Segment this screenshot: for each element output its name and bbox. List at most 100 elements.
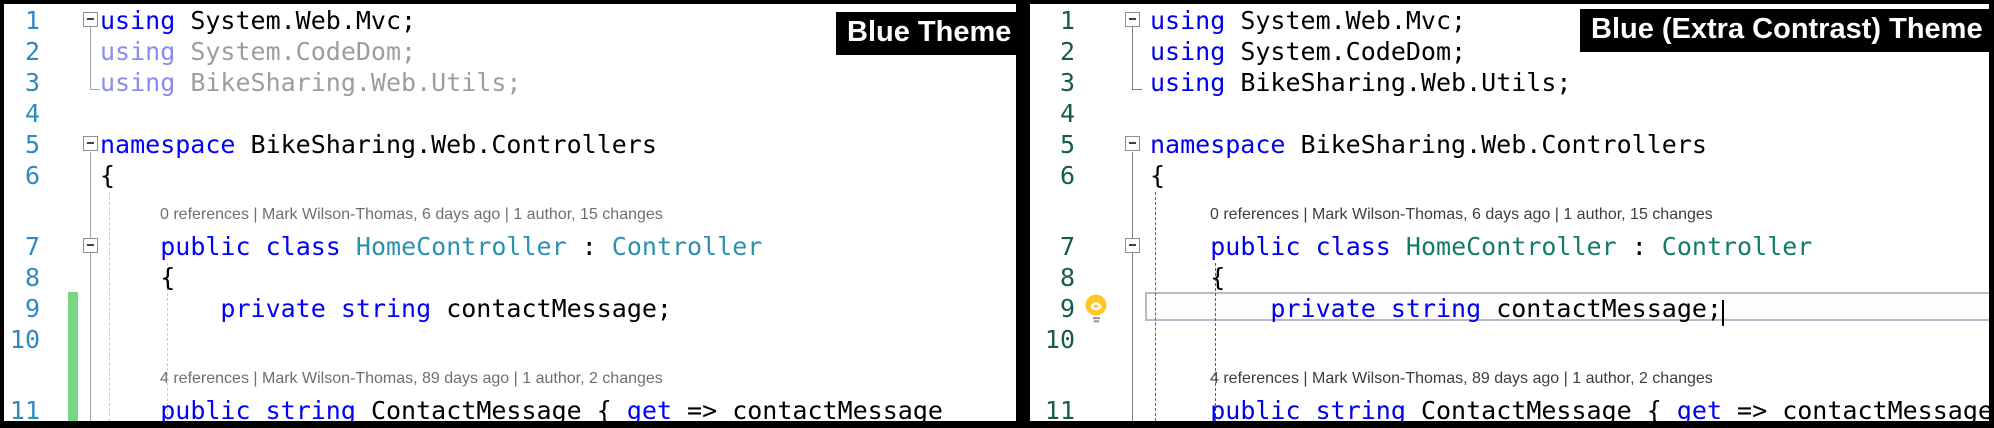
code-text[interactable]: using System.CodeDom;: [100, 36, 416, 67]
fold-collapse-icon[interactable]: [1125, 12, 1140, 27]
token-fpl: System.CodeDom;: [1225, 37, 1467, 66]
code-line-6: 6{: [1030, 159, 1989, 190]
code-line-4: 4: [4, 97, 1016, 128]
codelens-info[interactable]: 4 references | Mark Wilson-Thomas, 89 da…: [1210, 370, 1713, 387]
fold-collapse-icon[interactable]: [83, 12, 98, 27]
token-pl: [1301, 396, 1316, 421]
code-text[interactable]: using BikeSharing.Web.Utils;: [1150, 67, 1571, 98]
code-text[interactable]: {: [1150, 160, 1165, 191]
token-kw: namespace: [100, 130, 236, 159]
token-pl: ContactMessage {: [355, 396, 627, 421]
token-fkw: using: [1150, 37, 1226, 66]
current-line-highlight: [1145, 292, 1989, 321]
line-number: 7: [24, 232, 40, 261]
token-kw: using: [1150, 6, 1226, 35]
token-ty: Controller: [611, 232, 763, 261]
codelens-row: 4 references | Mark Wilson-Thomas, 89 da…: [4, 354, 1016, 394]
codelens-row: 0 references | Mark Wilson-Thomas, 6 day…: [4, 190, 1016, 230]
token-pl: System.Web.Mvc;: [1225, 6, 1467, 35]
line-number: 3: [24, 68, 40, 97]
codelens-info[interactable]: 0 references | Mark Wilson-Thomas, 6 day…: [160, 206, 663, 223]
code-line-9: 9 private string contactMessage;: [1030, 292, 1989, 326]
code-text[interactable]: public string ContactMessage { get => co…: [100, 395, 943, 421]
token-fpl: System.CodeDom;: [175, 37, 417, 66]
code-line-10: 10: [1030, 323, 1989, 354]
line-number: 8: [1059, 263, 1075, 292]
token-kw: public: [1210, 232, 1301, 261]
token-ty: HomeController: [1405, 232, 1617, 261]
code-text[interactable]: using System.Web.Mvc;: [1150, 5, 1466, 36]
fold-collapse-icon[interactable]: [1125, 136, 1140, 151]
fold-collapse-icon[interactable]: [83, 136, 98, 151]
indent-guide: [1155, 192, 1156, 421]
text-caret: [1721, 300, 1724, 326]
line-number: 10: [9, 325, 40, 354]
lightbulb-quick-action-icon[interactable]: [1083, 294, 1110, 329]
code-text[interactable]: private string contactMessage;: [100, 293, 672, 324]
token-kw: public: [160, 396, 251, 421]
token-kw: public: [1210, 396, 1301, 421]
token-fkw: using: [100, 68, 176, 97]
line-number: 9: [1059, 294, 1075, 323]
line-number: 5: [1059, 130, 1075, 159]
token-pl: [1391, 232, 1406, 261]
token-kw: public: [160, 232, 251, 261]
code-text[interactable]: {: [100, 160, 115, 191]
code-text[interactable]: namespace BikeSharing.Web.Controllers: [100, 129, 657, 160]
token-pl: => contactMessage: [1722, 396, 1989, 421]
code-text[interactable]: public class HomeController : Controller: [1150, 231, 1812, 262]
line-number: 9: [24, 294, 40, 323]
code-line-6: 6{: [4, 159, 1016, 190]
line-number: 1: [1059, 6, 1075, 35]
blue-extra-contrast-theme-label: Blue (Extra Contrast) Theme: [1580, 9, 1994, 52]
token-pl: :: [1616, 232, 1662, 261]
outline-scope-line-usings: [1132, 27, 1142, 90]
code-text[interactable]: namespace BikeSharing.Web.Controllers: [1150, 129, 1707, 160]
code-text[interactable]: using System.Web.Mvc;: [100, 5, 416, 36]
token-fkw: using: [1150, 68, 1226, 97]
token-kw: string: [340, 294, 432, 323]
code-text[interactable]: using System.CodeDom;: [1150, 36, 1466, 67]
code-text[interactable]: private string contactMessage;: [1150, 293, 1724, 326]
token-kw: private: [1270, 294, 1376, 323]
token-pl: BikeSharing.Web.Controllers: [235, 130, 657, 159]
line-number: 6: [24, 161, 40, 190]
code-line-8: 8 {: [4, 261, 1016, 292]
line-number: 1: [24, 6, 40, 35]
token-pl: [251, 396, 266, 421]
token-kw: get: [626, 396, 672, 421]
fold-collapse-icon[interactable]: [83, 238, 98, 253]
fold-collapse-icon[interactable]: [1125, 238, 1140, 253]
line-number: 4: [1059, 99, 1075, 128]
code-line-10: 10: [4, 323, 1016, 354]
code-text[interactable]: {: [100, 262, 175, 293]
token-pl: [1376, 294, 1391, 323]
token-pl: [326, 294, 341, 323]
line-number: 7: [1059, 232, 1075, 261]
token-fpl: BikeSharing.Web.Utils;: [175, 68, 522, 97]
token-kw: using: [100, 6, 176, 35]
codelens-info[interactable]: 4 references | Mark Wilson-Thomas, 89 da…: [160, 370, 663, 387]
panel-divider: [1016, 0, 1030, 428]
line-number: 10: [1044, 325, 1075, 354]
code-line-9: 9 private string contactMessage;: [4, 292, 1016, 323]
outline-scope-line-namespace: [90, 152, 91, 421]
code-text[interactable]: {: [1150, 262, 1225, 293]
code-line-5: 5 namespace BikeSharing.Web.Controllers: [1030, 128, 1989, 159]
code-text[interactable]: public string ContactMessage { get => co…: [1150, 395, 1989, 421]
code-text[interactable]: public class HomeController : Controller: [100, 231, 762, 262]
token-fkw: using: [100, 37, 176, 66]
code-line-11: 11 public string ContactMessage { get =>…: [1030, 394, 1989, 421]
token-kw: class: [265, 232, 341, 261]
token-pl: [341, 232, 356, 261]
token-kw: string: [1390, 294, 1482, 323]
code-text[interactable]: using BikeSharing.Web.Utils;: [100, 67, 521, 98]
line-number: 3: [1059, 68, 1075, 97]
codelens-info[interactable]: 0 references | Mark Wilson-Thomas, 6 day…: [1210, 206, 1713, 223]
